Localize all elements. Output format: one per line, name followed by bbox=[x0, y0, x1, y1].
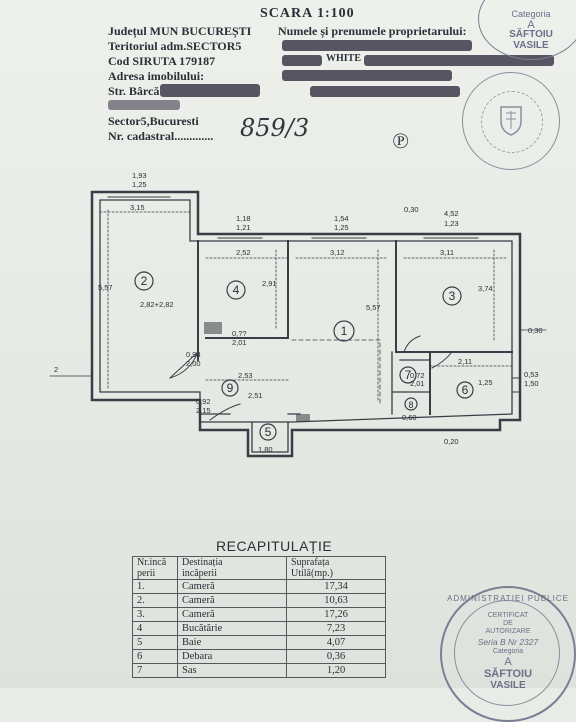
territory-line: Teritoriul adm.SECTOR5 bbox=[108, 39, 242, 53]
certification-stamp: ADMINISTRATIEI PUBLICE CERTIFICAT DE AUT… bbox=[440, 586, 576, 722]
dim-label: 2,53 bbox=[238, 371, 253, 380]
dim-label: 5,57 bbox=[98, 283, 113, 292]
dim-label: 2,00 bbox=[186, 359, 201, 368]
room-label-2: 2 bbox=[141, 274, 148, 288]
redaction-owner-2b bbox=[364, 55, 554, 66]
room-label-4: 4 bbox=[233, 283, 240, 297]
dim-label: 0,30 bbox=[528, 326, 543, 335]
dim-label: 1,23 bbox=[444, 219, 459, 228]
room-label-8: 8 bbox=[408, 400, 413, 410]
signature: ℗ bbox=[392, 129, 409, 154]
dim-label: 1,50 bbox=[524, 379, 539, 388]
owner-label: Numele și prenumele proprietarului: bbox=[278, 24, 467, 38]
dim-label: 2,91 bbox=[262, 279, 277, 288]
redaction-owner-2a bbox=[282, 55, 322, 66]
dim-label: 1,93 bbox=[132, 171, 147, 180]
dim-label: 2,52 bbox=[236, 248, 251, 257]
address-label: Adresa imobilului: bbox=[108, 69, 205, 83]
dim-label: 1,80 bbox=[258, 445, 273, 454]
room-label-5: 5 bbox=[265, 425, 272, 439]
dim-label: 0,72 bbox=[410, 371, 425, 380]
dim-label: 1,25 bbox=[478, 378, 493, 387]
floor-plan: 1 2 3 4 5 6 7 8 9 1,93 1,25 3,15 5,57 1,… bbox=[49, 171, 547, 458]
room-label-1: 1 bbox=[341, 324, 348, 338]
dim-label: 4,52 bbox=[444, 209, 459, 218]
dim-label: 0,92 bbox=[196, 397, 211, 406]
round-seal bbox=[462, 72, 560, 170]
coat-of-arms-icon bbox=[500, 106, 522, 136]
dim-label: 1,21 bbox=[236, 223, 251, 232]
dim-label: 3,74 bbox=[478, 284, 493, 293]
dim-label: 3,12 bbox=[330, 248, 345, 257]
dim-label: 1,54 bbox=[334, 214, 349, 223]
cadastral-line: Nr. cadastral............. bbox=[108, 129, 214, 143]
dim-label: 0,?? bbox=[232, 329, 247, 338]
room-label-7: 7 bbox=[405, 368, 412, 382]
dim-label: 5,57 bbox=[366, 303, 381, 312]
dim-label: 1,25 bbox=[334, 223, 349, 232]
handwritten-cadastral-number: 859/3 bbox=[240, 114, 310, 142]
recap-title: RECAPITULAȚIE bbox=[216, 538, 333, 554]
redaction-street bbox=[160, 84, 260, 97]
redaction-owner-4 bbox=[310, 86, 460, 97]
dim-label: 1,25 bbox=[132, 180, 147, 189]
scale-title: SCARA 1:100 bbox=[260, 6, 355, 21]
dim-label: 2,15 bbox=[196, 406, 211, 415]
dim-label: 2 bbox=[54, 365, 58, 374]
dim-label: 2,11 bbox=[458, 357, 472, 366]
dim-label: 2,82+2,82 bbox=[140, 300, 174, 309]
county-line: Județul MUN BUCUREȘTI bbox=[108, 24, 252, 38]
stamp-top: Categoria A SĂFTOIU VASILE bbox=[478, 0, 576, 60]
dim-label: 2,51 bbox=[248, 391, 263, 400]
siruta-line: Cod SIRUTA 179187 bbox=[108, 54, 216, 68]
dim-label: 1,18 bbox=[236, 214, 251, 223]
owner-partial: WHITE bbox=[326, 53, 362, 64]
dim-label: 0,53 bbox=[524, 370, 539, 379]
dim-label: 0,20 bbox=[444, 437, 459, 446]
dim-label: 3,15 bbox=[130, 203, 145, 212]
dim-label: 2,01 bbox=[410, 379, 425, 388]
dim-label: 0,60 bbox=[402, 413, 417, 422]
street-line: Str. Bârcă bbox=[108, 84, 160, 98]
redaction-owner-1 bbox=[282, 40, 472, 51]
room-label-3: 3 bbox=[449, 289, 456, 303]
room-label-9: 9 bbox=[227, 381, 234, 395]
dim-label: 3,11 bbox=[440, 248, 454, 257]
redaction-street2 bbox=[108, 100, 180, 110]
sector-line: Sector5,Bucuresti bbox=[108, 114, 199, 128]
dim-label: 0,30 bbox=[404, 205, 419, 214]
dim-label: 0,94 bbox=[186, 350, 201, 359]
dim-label: 2,01 bbox=[232, 338, 247, 347]
redaction-owner-3 bbox=[282, 70, 452, 81]
room-label-6: 6 bbox=[462, 383, 469, 397]
